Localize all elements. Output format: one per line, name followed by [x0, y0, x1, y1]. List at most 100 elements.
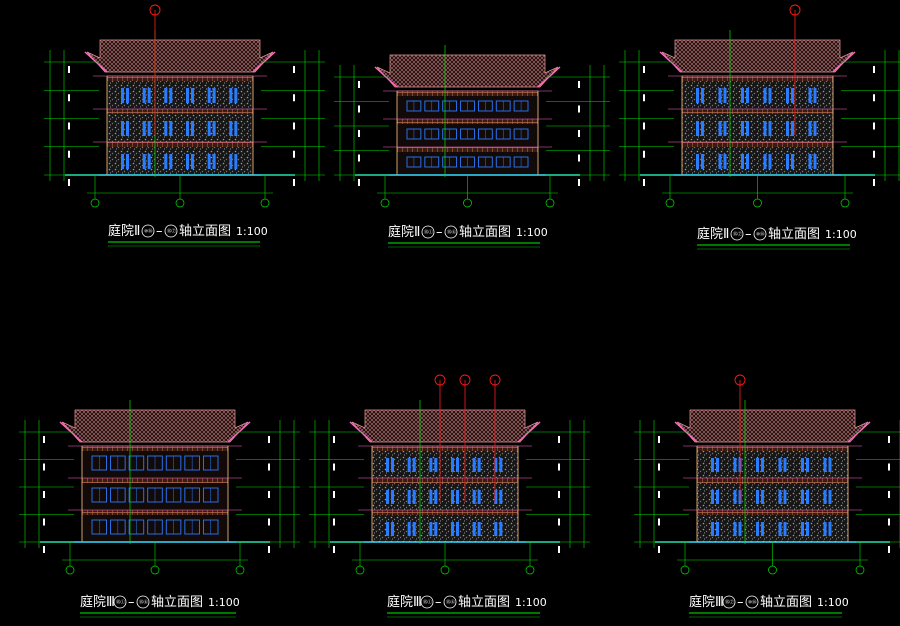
dim-label: [333, 518, 335, 526]
dim-label: [888, 546, 890, 553]
dim-label: [43, 463, 45, 471]
dim-label: [43, 436, 45, 443]
window: [723, 154, 727, 169]
window: [169, 154, 173, 169]
window: [806, 490, 809, 504]
window: [783, 458, 787, 472]
dim-label: [578, 179, 580, 186]
window: [761, 458, 764, 472]
window: [783, 490, 787, 504]
dim-label: [333, 463, 335, 471]
window: [147, 121, 151, 136]
window: [756, 458, 759, 472]
window: [207, 154, 211, 169]
axis-badge-b-text: ⑮⑥: [446, 599, 455, 606]
dim-label: [333, 546, 335, 553]
caption-prefix: 庭院Ⅱ: [697, 226, 729, 242]
dim-label: [578, 105, 580, 113]
axis-badge-b: [745, 595, 759, 609]
leader-bubble: [434, 374, 446, 386]
dim-label: [873, 122, 875, 130]
axis-badge-b: [444, 225, 458, 239]
caption-suffix: 轴立面图: [760, 595, 812, 610]
caption-suffix: 轴立面图: [768, 227, 820, 242]
dim-label: [643, 94, 645, 102]
window: [391, 458, 394, 472]
window: [121, 154, 124, 169]
window: [229, 154, 233, 169]
axis-bubble: [380, 198, 390, 208]
dim-label: [643, 122, 645, 130]
window: [813, 121, 817, 136]
axis-bubble: [525, 565, 535, 575]
window: [778, 522, 782, 536]
window: [806, 458, 809, 472]
axis-badge-b-text: ⑮⑥: [447, 229, 456, 236]
axis-badge-b: [443, 595, 457, 609]
window: [696, 88, 699, 103]
axis-bubble: [768, 565, 777, 575]
dim-label: [268, 463, 270, 471]
caption-suffix: 轴立面图: [458, 595, 510, 610]
window: [828, 458, 832, 472]
window: [823, 490, 827, 504]
window: [186, 154, 189, 169]
window: [434, 522, 438, 536]
dim-label: [658, 463, 660, 471]
window: [121, 88, 124, 103]
window: [477, 490, 481, 504]
caption-prefix: 庭院Ⅲ: [80, 594, 115, 610]
axis-badge-a: [730, 227, 744, 241]
dim-label: [43, 491, 45, 498]
dim-label: [643, 66, 645, 73]
caption-suffix: 轴立面图: [179, 224, 231, 239]
caption-scale: 1:100: [236, 225, 268, 238]
window: [429, 458, 433, 472]
dim-label: [358, 154, 360, 162]
axis-bubble: [545, 198, 555, 208]
axis-bubble: [65, 565, 75, 575]
elevation-2: [334, 45, 610, 208]
dim-label: [578, 130, 580, 137]
dim-label: [558, 546, 560, 553]
window: [761, 522, 764, 536]
window: [711, 490, 714, 504]
floor-band: [372, 510, 518, 515]
caption-scale: 1:100: [208, 596, 240, 609]
caption-scale: 1:100: [825, 228, 857, 241]
elevation-6: [634, 374, 900, 575]
window: [791, 121, 794, 136]
axis-badge-b: [136, 595, 150, 609]
window: [783, 522, 787, 536]
floor-band: [82, 446, 228, 451]
window: [191, 121, 194, 136]
window: [494, 522, 498, 536]
dim-label: [558, 518, 560, 526]
window: [477, 458, 481, 472]
caption-dash: –: [156, 224, 163, 239]
window: [191, 154, 194, 169]
window: [164, 154, 168, 169]
window: [164, 88, 168, 103]
dim-label: [888, 463, 890, 471]
window: [164, 121, 168, 136]
window: [451, 490, 454, 504]
dim-label: [293, 150, 295, 158]
roof: [86, 39, 274, 73]
floor-band: [682, 109, 833, 114]
dim-label: [293, 179, 295, 186]
window: [711, 458, 714, 472]
dim-label: [43, 518, 45, 526]
axis-bubble: [260, 198, 270, 208]
window: [828, 490, 832, 504]
window: [126, 154, 129, 169]
window: [499, 490, 503, 504]
window: [234, 88, 238, 103]
roof: [61, 409, 249, 443]
window: [407, 522, 411, 536]
axis-badge-a-text: ⑮⑦: [733, 231, 742, 238]
floor-band: [397, 119, 538, 124]
dim-label: [68, 150, 70, 158]
